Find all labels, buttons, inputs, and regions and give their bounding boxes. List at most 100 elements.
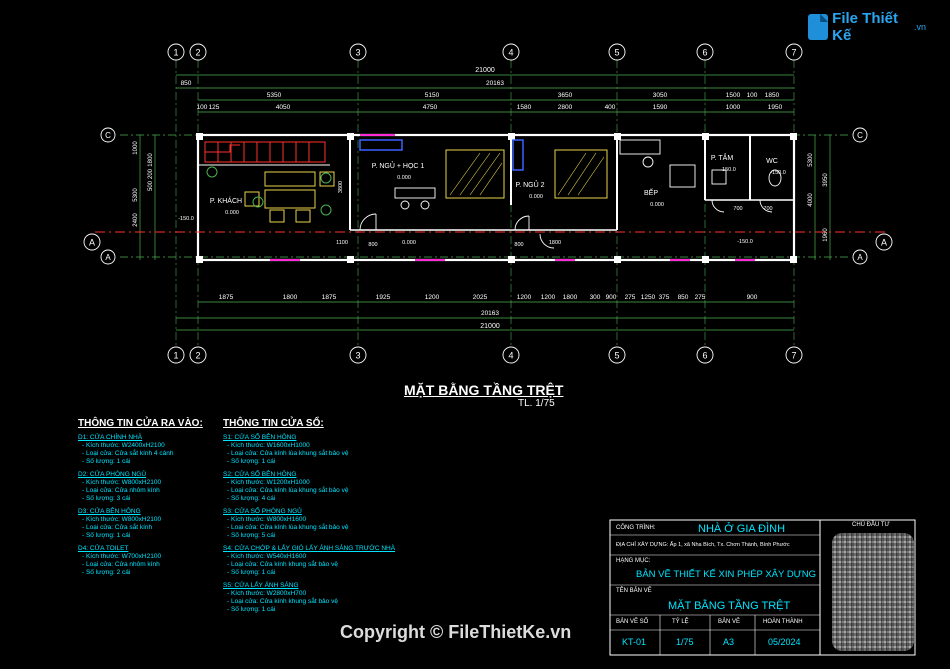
spec-code: S1: CỬA SỔ BÊN HÔNG [223,434,297,441]
spec-line: - Loại cửa: Cửa kính khung sắt bảo vệ [227,561,338,568]
col-header-2: TỶ LỆ [672,619,689,625]
room-name: P. NGỦ 2 [515,180,544,189]
bed-1 [445,149,505,199]
plan-title: MẶT BẰNG TẦNG TRỆT [404,382,564,398]
windows [270,134,755,261]
spec-line: - Loại cửa: Cửa kính lùa khung sắt bảo v… [227,524,349,531]
bed-1-hatch [449,152,503,196]
grid-label: 7 [791,351,796,361]
dim-bottom-segment: 375 [659,294,670,301]
room-name: P. NGỦ + HỌC 1 [372,161,425,170]
project-address: ĐỊA CHỈ XÂY DỰNG: Ấp 1, xã Nha Bích, Tx.… [616,542,790,548]
door-info: THÔNG TIN CỬA RA VÀO: D1: CỬA CHÍNH NHÀ-… [78,418,218,582]
grid-label: 4 [508,351,513,361]
room-level: 0.000 [529,194,543,200]
section-marker [83,233,101,251]
row-bubble [100,249,116,265]
dim-bottom-segment: 1250 [641,294,656,301]
room-name: WC [766,158,778,165]
dim-left: 200 [148,168,154,179]
dim-bottom-segment: 1925 [376,294,391,301]
dim-top-detail: 4750 [423,104,438,111]
dim-bottom-segment: 2025 [473,294,488,301]
window-info-title: THÔNG TIN CỬA SỔ: [223,418,324,429]
site-logo[interactable]: File Thiết Kế .vn [808,10,926,44]
spec-line: - Số lượng: 1 cái [227,606,276,613]
title-block: CÔNG TRÌNH: NHÀ Ở GIA ĐÌNH ĐỊA CHỈ XÂY D… [610,520,820,655]
spec-code: D4: CỬA TOILET [78,545,129,552]
dim-top-detail: 400 [605,104,616,111]
sheet-date: 05/2024 [768,637,801,647]
dim-top-detail: 125 [209,104,220,111]
spec-line: - Kích thước: W1600xH1000 [227,442,310,449]
dim-bottom-segment: 275 [695,294,706,301]
spec-line: - Kích thước: W2800xH700 [227,590,307,597]
sheet-number: KT-01 [622,637,647,647]
project-name: NHÀ Ở GIA ĐÌNH [698,523,786,535]
dim-top-detail: 4050 [276,104,291,111]
spec-line: - Loại cửa: Cửa kính khung sắt bảo vệ [227,598,338,605]
spec-item: S2: CỬA SỔ BÊN HÔNG- Kích thước: W1200xH… [223,471,423,503]
row-label: C [857,131,863,140]
row-label: A [105,253,111,262]
grid-label: 6 [702,351,707,361]
level-mark: 0.000 [402,240,416,246]
dim-left: 5300 [133,188,139,202]
section-label: A [89,238,95,248]
local-dim: 800 [368,242,377,248]
dim-bottom-segment: 1800 [283,294,298,301]
grid-bubble [608,346,626,364]
room-name: P. KHÁCH [210,196,242,205]
grid-label: 5 [614,48,619,58]
logo-suffix: .vn [913,22,926,32]
spec-item: D2: CỬA PHÒNG NGỦ- Kích thước: W800xH210… [78,471,218,503]
spec-line: - Kích thước: W540xH1600 [227,553,307,560]
spec-line: - Số lượng: 1 cái [82,532,131,539]
drawing-label: TÊN BẢN VẼ [616,588,652,594]
col-header-3: BẢN VẼ [718,619,741,625]
spec-code: S3: CỬA SỔ PHÒNG NGỦ [223,508,302,515]
wardrobe-2 [512,139,524,171]
level-mark: -150.0 [737,239,753,245]
spec-line: - Loại cửa: Cửa sắt kính 4 cánh [82,450,174,457]
dim-total-bottom: 21000 [480,323,500,330]
dim-left: 500 [148,180,154,191]
dim-right: 1960 [823,228,829,242]
grid-label: 3 [355,351,360,361]
spec-line: - Kích thước: W800xH2100 [82,516,162,523]
dim-top-segment: 3050 [653,92,668,99]
grid-bubble [502,43,520,61]
grid-bubble [502,346,520,364]
spec-line: - Số lượng: 4 cái [227,495,276,502]
plan-scale: TL. 1/75 [518,398,555,409]
spec-item: S1: CỬA SỔ BÊN HÔNG- Kích thước: W1600xH… [223,434,423,466]
dim-top-segment: 1850 [765,92,780,99]
spec-line: - Số lượng: 5 cái [227,532,276,539]
drawing-name: MẶT BẰNG TẦNG TRỆT [668,600,791,612]
spec-line: - Số lượng: 1 cái [227,458,276,465]
grid-bubble [167,43,185,61]
dim-bottom-segment: 900 [747,294,758,301]
dim-top-detail: 1000 [726,104,741,111]
grid-bubble [785,43,803,61]
section-label: A [881,238,887,248]
columns [196,133,797,263]
room-level: -150.0 [770,170,786,176]
grid-bubble [785,346,803,364]
dim-bottom-segment: 900 [606,294,617,301]
dim-bottom-segment: 1875 [219,294,234,301]
door-info-title: THÔNG TIN CỬA RA VÀO: [78,418,203,429]
grid-label: 2 [195,48,200,58]
dim-bottom-segment: 300 [590,294,601,301]
row-bubble [100,127,116,143]
dim-left: 2400 [133,213,139,227]
spec-line: - Số lượng: 1 cái [82,458,131,465]
file-icon [808,14,829,40]
window-info: THÔNG TIN CỬA SỔ: S1: CỬA SỔ BÊN HÔNG- K… [223,418,423,619]
grid-label: 2 [195,351,200,361]
plants [206,166,332,216]
category-label: HẠNG MỤC: [616,558,651,564]
spec-line: - Kích thước: W800xH1600 [227,516,307,523]
grid-label: 1 [173,351,178,361]
